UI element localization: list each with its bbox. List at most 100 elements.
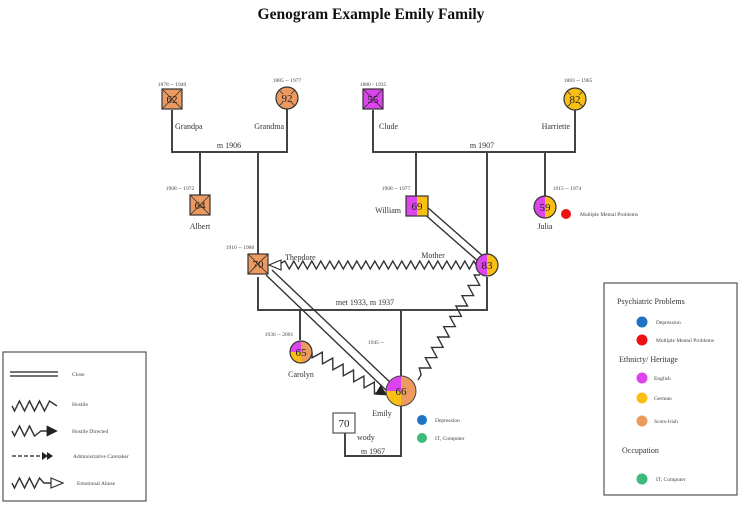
person-harriette[interactable]: 1883 -- 1965 82 Harriette bbox=[542, 78, 593, 131]
condition-label-it-computer: IT, Computer bbox=[435, 436, 465, 442]
heritage-scots-irish-fill bbox=[301, 341, 312, 363]
relationship-legend: Close Hostile Hostile Directed Administr… bbox=[2, 351, 147, 502]
age-label: 66 bbox=[396, 386, 408, 398]
years-label: 1908 -- 1972 bbox=[166, 186, 195, 192]
legend-close-icon bbox=[10, 371, 58, 377]
emotional-abuse-line-mother-thepdore bbox=[270, 261, 477, 269]
legend-occupation-heading: Occupation bbox=[622, 446, 659, 455]
legend-depression-dot bbox=[636, 316, 648, 328]
legend-multiple-mental-label: Multiple Mental Problems bbox=[656, 338, 714, 344]
person-william[interactable]: 1908 -- 1977 69 William bbox=[375, 186, 429, 217]
heritage-english-fill bbox=[406, 196, 417, 216]
legend-psychiatric-heading: Psychiatric Problems bbox=[617, 297, 685, 306]
heritage-german-fill bbox=[545, 196, 556, 218]
years-label: 1885 -- 1977 bbox=[273, 78, 302, 84]
name-label: Thepdore bbox=[285, 253, 316, 262]
age-label: 65 bbox=[296, 347, 308, 359]
deceased-x-icon bbox=[247, 253, 269, 275]
years-label: 1883 -- 1965 bbox=[564, 78, 593, 84]
heritage-english-fill bbox=[534, 196, 545, 218]
marriage-line-paternal bbox=[171, 102, 288, 153]
depression-marker bbox=[417, 415, 427, 425]
marriage-line-maternal bbox=[372, 102, 576, 153]
name-label: Harriette bbox=[542, 122, 571, 131]
close-line-thepdore-emily-a bbox=[265, 274, 389, 393]
name-label: Clude bbox=[379, 122, 399, 131]
hostile-line-mother-emily bbox=[417, 274, 481, 381]
female-symbol bbox=[533, 195, 557, 219]
person-thepdore[interactable]: 1910 -- 1980 70 Thepdore bbox=[226, 245, 316, 275]
age-label: 62 bbox=[167, 94, 178, 106]
close-line-william-mother-b bbox=[426, 206, 485, 258]
marriage-line-parents bbox=[257, 277, 488, 311]
age-label: 55 bbox=[368, 94, 380, 106]
person-emily[interactable]: 1945 -- 66 Emily Depression IT, Computer bbox=[368, 340, 465, 443]
legend-hostile-icon bbox=[11, 399, 58, 413]
name-label: Grandpa bbox=[175, 122, 203, 131]
legend-hostile-directed-label: Hostile Directed bbox=[72, 429, 108, 435]
condition-label: Multiple Mental Problems bbox=[580, 212, 638, 218]
name-label: wody bbox=[357, 433, 375, 442]
female-symbol bbox=[385, 375, 417, 407]
heritage-english-fill bbox=[386, 376, 401, 391]
deceased-x-icon bbox=[189, 194, 211, 216]
relationship-lines bbox=[265, 206, 485, 396]
age-label: 92 bbox=[282, 93, 293, 105]
person-grandpa[interactable]: 1878 -- 1940 62 Grandpa bbox=[158, 82, 203, 131]
genogram-title: Genogram Example Emily Family bbox=[257, 6, 485, 23]
multiple-mental-problems-marker bbox=[561, 209, 571, 219]
person-carolyn[interactable]: 1936 -- 2001 65 Carolyn bbox=[265, 332, 314, 379]
heritage-german-fill bbox=[417, 196, 428, 216]
person-clude[interactable]: 1880 - 1935 55 Clude bbox=[360, 82, 399, 131]
attribute-legend-box bbox=[603, 282, 738, 496]
female-symbol bbox=[289, 340, 313, 364]
age-label: 64 bbox=[195, 200, 207, 212]
deceased-x-icon bbox=[161, 88, 183, 110]
close-line-thepdore-emily-b bbox=[271, 269, 395, 387]
legend-english-label: English bbox=[654, 376, 671, 382]
close-line-william-mother-a bbox=[421, 211, 480, 263]
years-label: 1936 -- 2001 bbox=[265, 332, 294, 338]
name-label: Carolyn bbox=[288, 370, 314, 379]
person-julia[interactable]: 1915 -- 1974 59 Julia Multiple Mental Pr… bbox=[533, 186, 638, 231]
heritage-german-fill bbox=[386, 391, 401, 406]
marriage-label-parents: met 1933, m 1937 bbox=[336, 298, 394, 307]
deceased-x-icon bbox=[278, 89, 296, 107]
family-lines bbox=[171, 102, 576, 457]
relationship-legend-box bbox=[2, 351, 147, 502]
age-label: 69 bbox=[412, 201, 424, 213]
person-mother[interactable]: 83 Mother bbox=[421, 251, 499, 277]
years-label: 1945 -- bbox=[368, 340, 384, 346]
years-label: 1915 -- 1974 bbox=[553, 186, 582, 192]
years-label: 1880 - 1935 bbox=[360, 82, 387, 88]
age-label: 70 bbox=[253, 259, 265, 271]
legend-english-dot bbox=[636, 372, 648, 384]
male-symbol bbox=[405, 195, 429, 217]
female-symbol bbox=[475, 253, 499, 277]
marriage-label-paternal: m 1906 bbox=[217, 141, 241, 150]
name-label: Mother bbox=[421, 251, 445, 260]
marriage-label-emily-wody: m 1967 bbox=[361, 447, 385, 456]
person-grandma[interactable]: 1885 -- 1977 92 Grandma bbox=[254, 78, 301, 131]
attribute-legend: Psychiatric Problems Depression Multiple… bbox=[603, 282, 738, 496]
legend-hostile-directed-icon bbox=[11, 424, 58, 438]
name-label: Julia bbox=[537, 222, 553, 231]
legend-hostile-label: Hostile bbox=[72, 402, 88, 408]
legend-german-dot bbox=[636, 392, 648, 404]
name-label: Grandma bbox=[254, 122, 284, 131]
person-wody[interactable]: 70 wody bbox=[332, 412, 375, 442]
age-label: 70 bbox=[339, 418, 351, 430]
heritage-english-fill bbox=[290, 341, 301, 352]
heritage-english-fill bbox=[476, 254, 487, 276]
legend-emotional-abuse-icon bbox=[11, 476, 62, 490]
legend-scots-irish-label: Scots-Irish bbox=[654, 419, 678, 425]
person-albert[interactable]: 1908 -- 1972 64 Albert bbox=[166, 186, 211, 231]
name-label: Emily bbox=[372, 409, 392, 418]
legend-ethnicity-heading: Ethnicty/ Heritage bbox=[619, 355, 678, 364]
legend-it-computer-label: IT, Computer bbox=[656, 477, 686, 483]
name-label: Albert bbox=[190, 222, 211, 231]
legend-german-label: German bbox=[654, 396, 672, 402]
it-computer-marker bbox=[417, 433, 427, 443]
condition-label-depression: Depression bbox=[435, 418, 460, 424]
